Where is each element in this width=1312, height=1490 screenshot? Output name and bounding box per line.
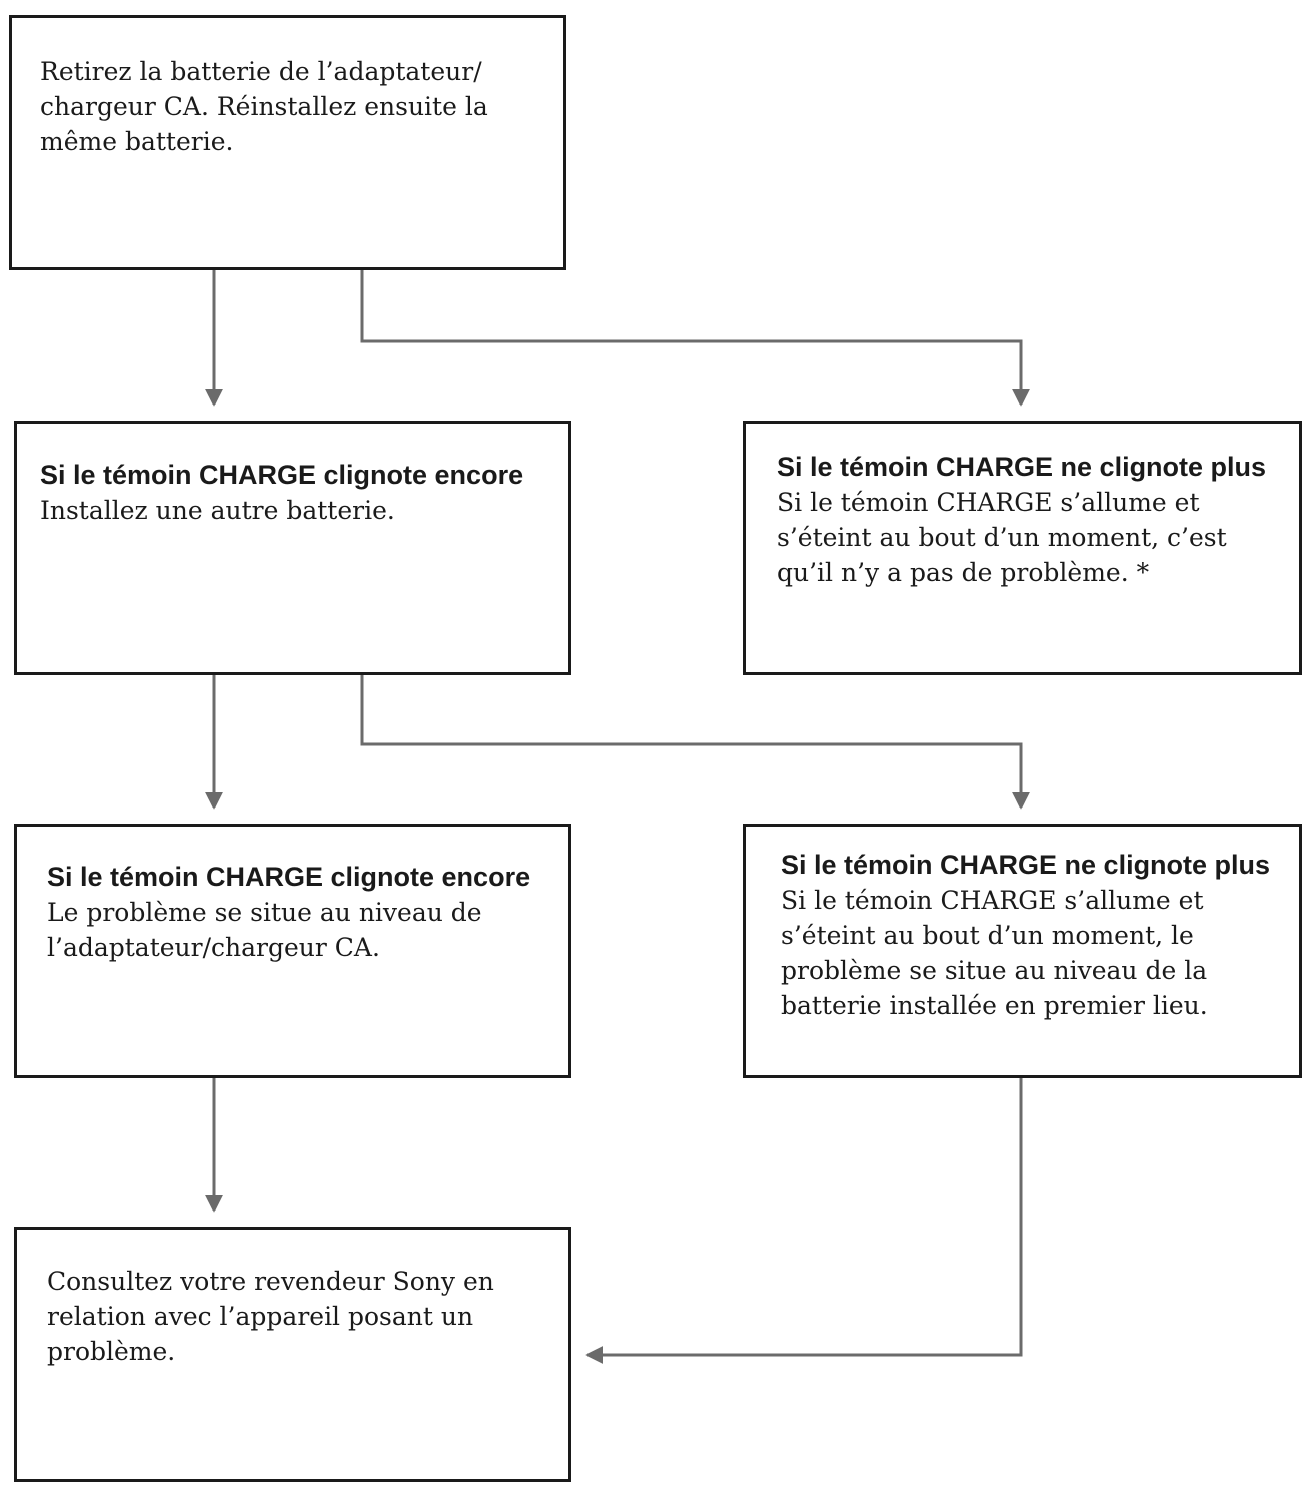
still-blinking-1-heading: Si le témoin CHARGE clignote encore — [40, 460, 524, 490]
still-blinking-2-heading: Si le témoin CHARGE clignote encore — [47, 862, 531, 892]
still-blinking-2-text: Le problème se situe au niveau de l’adap… — [47, 898, 482, 962]
flowchart-branch-stopped-blinking-1: Si le témoin CHARGE ne clignote plus Si … — [743, 421, 1302, 675]
step-start-text: Retirez la batterie de l’adaptateur/ cha… — [40, 57, 488, 156]
stopped-blinking-1-text: Si le témoin CHARGE s’allume et s’éteint… — [777, 488, 1227, 587]
stopped-blinking-2-heading: Si le témoin CHARGE ne clignote plus — [781, 850, 1271, 880]
arrow-still-blinking-1-to-stopped-blinking-2 — [360, 675, 1030, 810]
still-blinking-1-text: Installez une autre batterie. — [40, 496, 395, 525]
flowchart-branch-still-blinking-1: Si le témoin CHARGE clignote encore Inst… — [14, 421, 571, 675]
arrow-start-to-stopped-blinking-1 — [360, 270, 1030, 407]
flowchart-step-end: Consultez votre revendeur Sony en relati… — [14, 1227, 571, 1482]
stopped-blinking-2-text: Si le témoin CHARGE s’allume et s’éteint… — [781, 886, 1208, 1020]
flowchart-branch-still-blinking-2: Si le témoin CHARGE clignote encore Le p… — [14, 824, 571, 1078]
step-end-text: Consultez votre revendeur Sony en relati… — [47, 1267, 494, 1366]
flowchart-step-start: Retirez la batterie de l’adaptateur/ cha… — [9, 15, 566, 270]
flowchart-branch-stopped-blinking-2: Si le témoin CHARGE ne clignote plus Si … — [743, 824, 1302, 1078]
stopped-blinking-1-heading: Si le témoin CHARGE ne clignote plus — [777, 452, 1267, 482]
arrow-stopped-blinking-2-to-end — [585, 1078, 1023, 1364]
